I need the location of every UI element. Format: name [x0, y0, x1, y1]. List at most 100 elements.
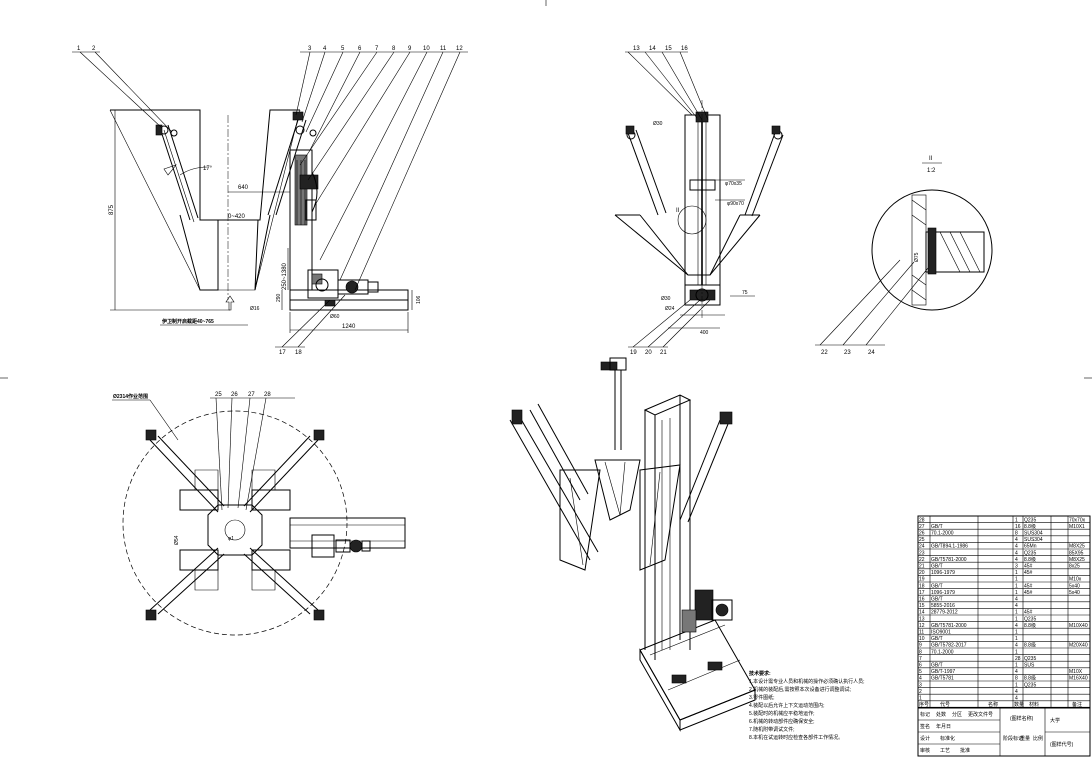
detail-view: II 1:2 Ø75 22 23 24 [815, 156, 993, 356]
bom-cell-spec: 5x40 [1069, 583, 1080, 589]
side-dim-4: Ø24 [665, 306, 675, 312]
bom-cell-qty: 1 [1015, 570, 1018, 576]
bom-cell-qty: 1 [1015, 682, 1018, 688]
bom-cell-qty: 1 [1015, 610, 1018, 616]
iso-base [639, 589, 756, 732]
title-school: 大学 [1050, 717, 1060, 724]
balloon-5: 5 [341, 46, 345, 52]
dim-d3: Ø60 [330, 314, 340, 320]
bom-cell-spec: M8X25 [1069, 544, 1085, 550]
bom-cell-code: GB/T [931, 663, 943, 669]
bom-cell-code: GB/T5782-2017 [931, 643, 967, 649]
bom-cell-qty: 1 [1015, 583, 1018, 589]
dim-d4: Ø16 [250, 306, 260, 312]
bom-cell-qty: 4 [1015, 669, 1018, 675]
bom-cell-no: 28 [919, 517, 925, 523]
bom-cell-code: GB/T [931, 583, 943, 589]
side-dim-6: 400 [700, 330, 709, 336]
bom-cell-material: 8.8级 [1024, 622, 1036, 629]
bom-cell-no: 10 [919, 636, 925, 642]
bom-cell-no: 1 [919, 696, 922, 702]
bom-cell-spec: 70x70x [1069, 517, 1086, 523]
bom-cell-no: 20 [919, 570, 925, 576]
balloon-3: 3 [308, 46, 312, 52]
bom-cell-code: 1096-1979 [931, 590, 955, 596]
balloon-18: 18 [295, 350, 302, 356]
detail-dim: Ø75 [914, 252, 920, 262]
side-dim-1: φ70x35 [725, 181, 742, 187]
tb-label: 更改文件号 [968, 711, 993, 718]
balloon-20: 20 [645, 350, 652, 356]
right-arm [267, 111, 317, 216]
side-dim-0: Ø30 [653, 121, 663, 127]
bom-cell-no: 13 [919, 616, 925, 622]
side-leaders [625, 51, 711, 348]
note-line: 3.零件图纸; [749, 694, 775, 701]
tb-label: 处数 [936, 711, 946, 718]
balloon-19: 19 [630, 350, 637, 356]
bom-cell-spec: M10X [1069, 669, 1083, 675]
balloon-25: 25 [215, 392, 222, 398]
tb-label: 年月日 [936, 723, 951, 730]
balloon-12: 12 [456, 46, 463, 52]
tb-label: 审核 [920, 747, 930, 754]
bom-cell-code: GB/T [931, 564, 943, 570]
balloon-10: 10 [423, 46, 430, 52]
bom-header-no: 序号 [919, 701, 929, 708]
bom-cell-code: GB/T [931, 524, 943, 530]
bom-cell-code: GB/T894.1-1986 [931, 544, 968, 550]
sheet-frame [0, 0, 1092, 379]
title-drawing-name: (图样名称) [1010, 715, 1034, 722]
side-view: II Ø30 φ70x35 φ90x70 Ø30 Ø24 75 400 [614, 46, 784, 356]
bom-cell-qty: 1 [1015, 616, 1018, 622]
bom-cell-qty: 4 [1015, 550, 1018, 556]
bom-cell-qty: 16 [1015, 524, 1021, 530]
note-line: 2.机械的装配后,需按照本次设备进行调整调试; [749, 686, 851, 693]
tb-label: 阶段标记 [1003, 735, 1023, 742]
bom-cell-spec: M10x [1069, 577, 1082, 583]
bom-cell-code: 70.1-2000 [931, 531, 954, 537]
bom-cell-code: 1096-1979 [931, 570, 955, 576]
bom-cell-code: 28779-2012 [931, 610, 958, 616]
bom-cell-no: 8 [919, 649, 922, 655]
bom-cell-no: 18 [919, 583, 925, 589]
note-line: 8.本机在试运转时应检查各部件工作情况。 [749, 734, 843, 741]
balloon-11: 11 [440, 46, 447, 52]
side-column: II [676, 111, 721, 286]
bom-cell-spec: M8X25 [1069, 557, 1085, 563]
bom-cell-code: GB/T5781-2000 [931, 623, 967, 629]
balloon-17: 17 [279, 350, 286, 356]
bom-cell-code: GB/T [931, 636, 943, 642]
bom-header-name: 名称 [988, 701, 998, 708]
bom-header-spec: 备注 [1072, 701, 1082, 708]
bom-cell-qty: 4 [1015, 557, 1018, 563]
bom-cell-material: 45# [1024, 570, 1033, 576]
bom-cell-material: 65Mn [1024, 544, 1037, 550]
bom-cell-no: 3 [919, 682, 922, 688]
bom-cell-no: 22 [919, 557, 925, 563]
bom-cell-no: 21 [919, 564, 925, 570]
dim-height: 875 [109, 204, 115, 215]
balloon-2: 2 [92, 46, 96, 52]
tb-label: 标记 [920, 711, 930, 718]
detail-scale: 1:2 [927, 168, 936, 174]
bom-cell-spec: 85X95 [1069, 550, 1084, 556]
front-balloons: 1 2 3 4 5 6 7 8 9 10 11 12 17 18 [77, 46, 463, 356]
dim-base: 1240 [342, 324, 356, 330]
balloon-28: 28 [264, 392, 271, 398]
balloon-22: 22 [821, 350, 828, 356]
balloon-23: 23 [844, 350, 851, 356]
balloon-4: 4 [323, 46, 327, 52]
bom-cell-code: GB/T5781-2000 [931, 557, 967, 563]
bom-cell-code: GB/T-1997 [931, 669, 955, 675]
bom-cell-spec: M10X1 [1069, 524, 1085, 530]
bom-cell-no: 2 [919, 689, 922, 695]
bom-cell-spec: M10X40 [1069, 623, 1088, 629]
side-base [668, 284, 725, 329]
dim-angle: 17° [203, 166, 213, 172]
side-dim-2: φ90x70 [727, 201, 744, 207]
bom-header-code: 代号 [940, 701, 950, 708]
side-balloons: 13 14 15 16 19 20 21 [630, 46, 688, 356]
side-right-arm [744, 125, 784, 217]
